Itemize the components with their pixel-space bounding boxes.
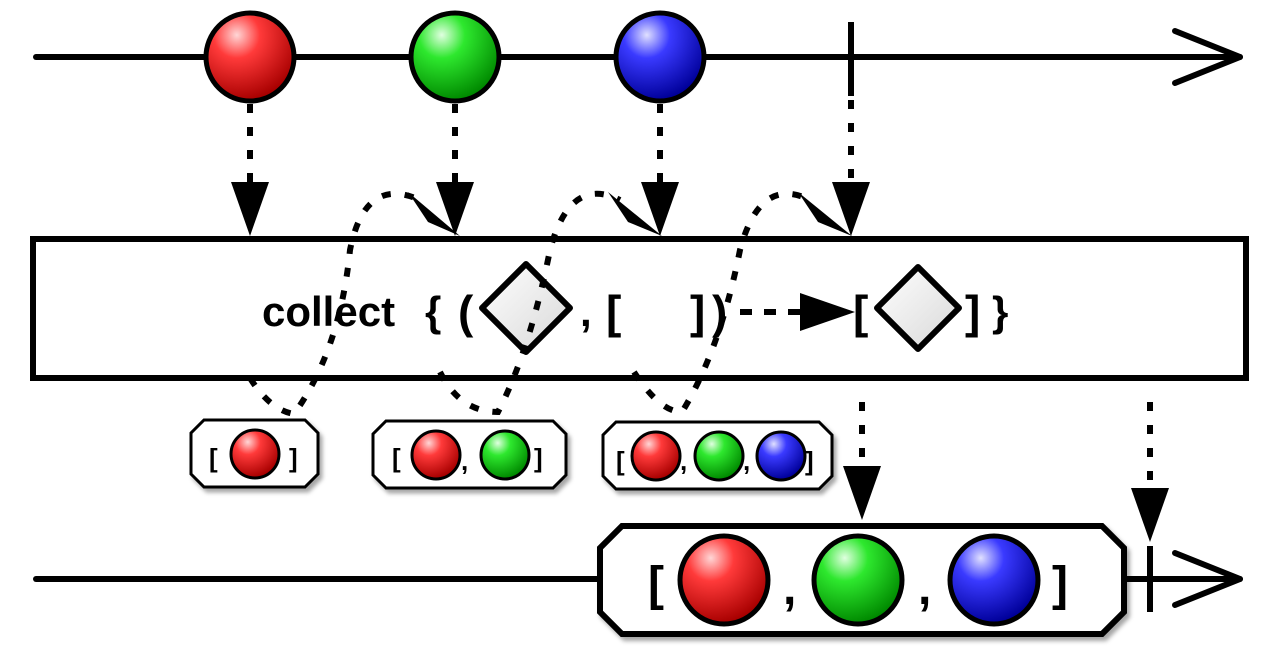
bracket-open: [ [392, 443, 401, 473]
intermediate-accumulations: [ ] [ , ] [ , , ] [189, 418, 834, 491]
operator-comma: , [580, 288, 592, 335]
feedback-loop-3 [631, 190, 812, 416]
operator-open-bracket: [ [606, 286, 621, 338]
separator: , [680, 446, 687, 476]
result-timeline-arrow-icon [1172, 550, 1243, 608]
accumulation-3-marble-green [693, 430, 745, 482]
arrowhead-icon [408, 192, 460, 236]
separator: , [461, 446, 468, 476]
result-separator: , [783, 562, 796, 615]
bracket-open: [ [209, 443, 218, 473]
source-timeline-arrow-icon [1172, 28, 1243, 86]
arrowhead-icon [436, 182, 474, 236]
accumulation-3: [ , , ] [601, 420, 834, 491]
arrowhead-icon [832, 182, 870, 236]
accumulation-1-marble-red [229, 428, 281, 480]
operator-open-paren: ( [458, 286, 474, 338]
operator-map-arrowhead-icon [800, 293, 855, 331]
accumulation-2-marble-red [410, 429, 462, 481]
accumulation-3-marble-red [630, 430, 682, 482]
source-marble-red [203, 10, 297, 104]
arrowhead-icon [1131, 488, 1169, 542]
operator-close-paren: ) [712, 286, 727, 338]
source-timeline [33, 10, 1243, 104]
accumulation-3-marble-blue [755, 430, 807, 482]
feedback-loop-2 [437, 190, 622, 416]
result-marble-red [677, 533, 771, 627]
feedback-loops [247, 190, 812, 418]
operator-close-bracket: ] [690, 286, 705, 338]
bracket-close: ] [805, 446, 814, 476]
operator-open-brace: { [425, 288, 441, 335]
bracket-close: ] [289, 443, 298, 473]
output-arrows [859, 402, 1153, 488]
source-marble-green [408, 10, 502, 104]
source-marble-blue [613, 10, 707, 104]
accumulation-2-marble-green [479, 429, 531, 481]
arrowhead-icon [798, 192, 852, 236]
arrowhead-icon [231, 182, 269, 236]
feedback-arrowheads [408, 192, 852, 236]
arrowhead-icon [843, 466, 881, 520]
arrowhead-icon [641, 182, 679, 236]
input-arrows [247, 100, 854, 182]
operator-result-open-bracket: [ [853, 286, 868, 338]
result-separator: , [918, 562, 931, 615]
arrowhead-icon [608, 192, 662, 236]
accumulation-2: [ , ] [371, 419, 568, 490]
result-timeline: [ , , ] [33, 523, 1243, 637]
result-marble-green [811, 533, 905, 627]
result-bracket-open: [ [648, 558, 664, 611]
bracket-open: [ [616, 446, 625, 476]
bracket-close: ] [534, 443, 543, 473]
operator-result-close-bracket: ] [965, 286, 980, 338]
result-diamond-icon [874, 264, 962, 352]
operator-close-brace: } [992, 288, 1008, 335]
input-arrowheads [231, 182, 870, 236]
separator: , [743, 446, 750, 476]
result-bracket-close: ] [1052, 558, 1068, 611]
result-marble-blue [947, 533, 1041, 627]
operator-keyword: collect [262, 288, 395, 335]
accumulation-1: [ ] [189, 418, 320, 489]
operator-box [30, 236, 1249, 381]
